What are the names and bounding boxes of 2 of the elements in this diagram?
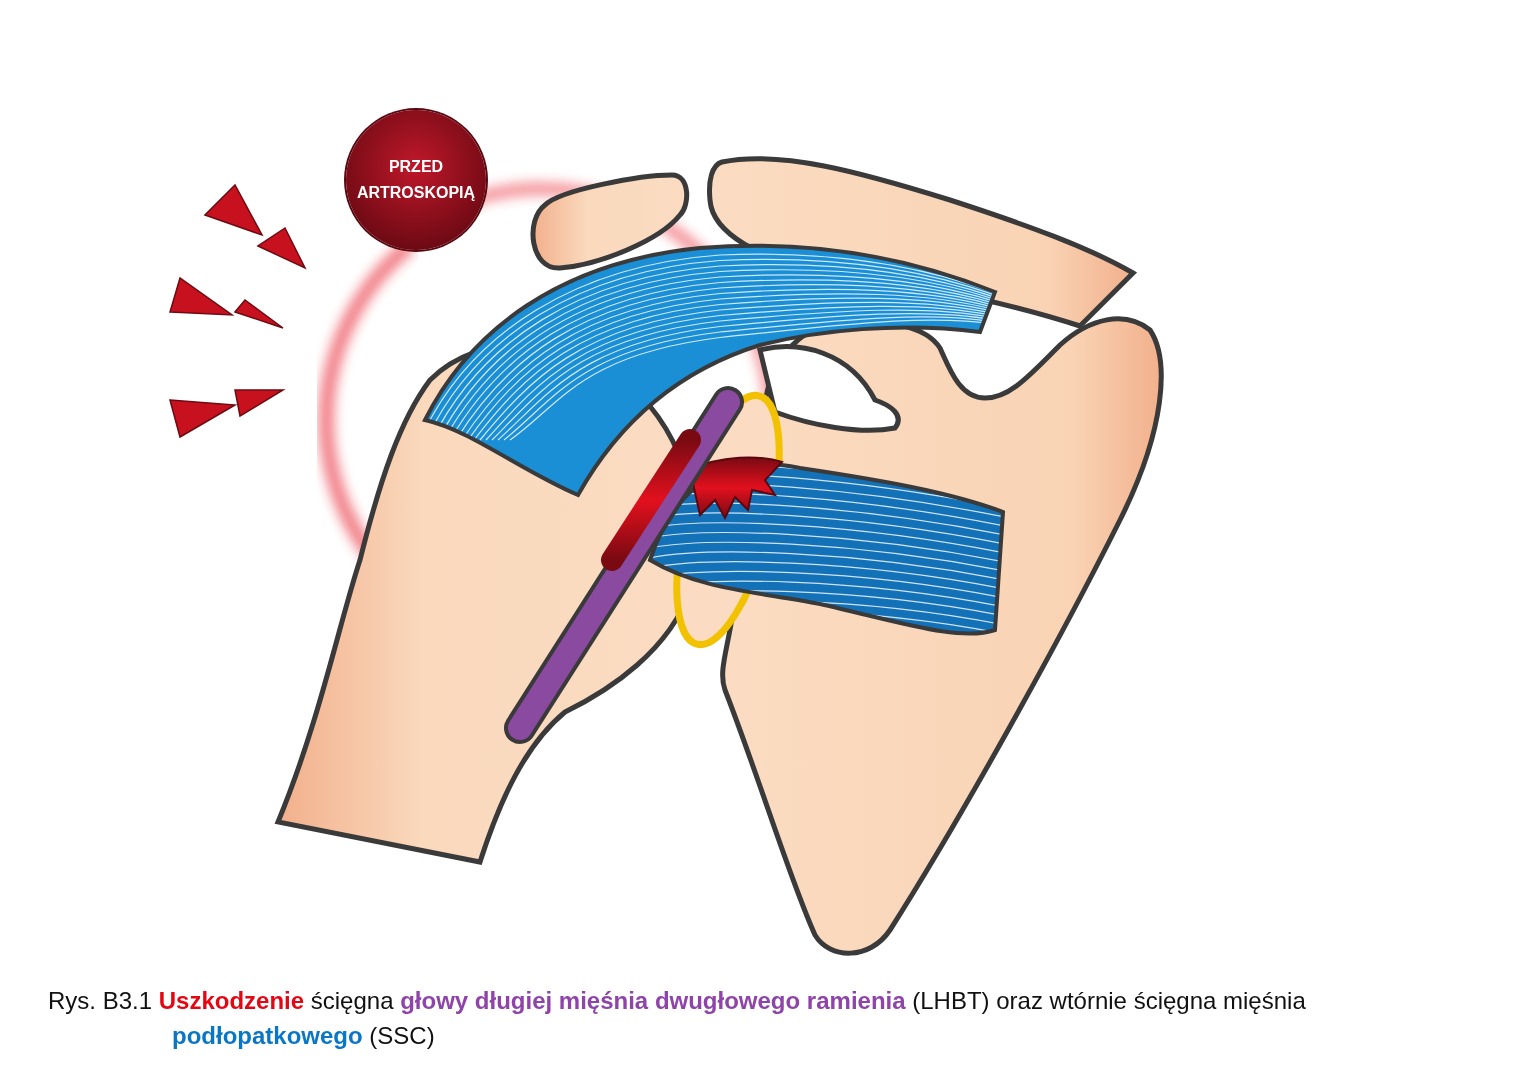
circle-label: PRZED ARTROSKOPIĄ: [355, 157, 477, 203]
figure-caption: Rys. B3.1 Uszkodzenie ścięgna głowy długiej mięśnia dwugłowego ramienia (LHBT) oraz wtórnie ścięgna mięśnia podłopatkowego (SSC): [48, 986, 1307, 1051]
